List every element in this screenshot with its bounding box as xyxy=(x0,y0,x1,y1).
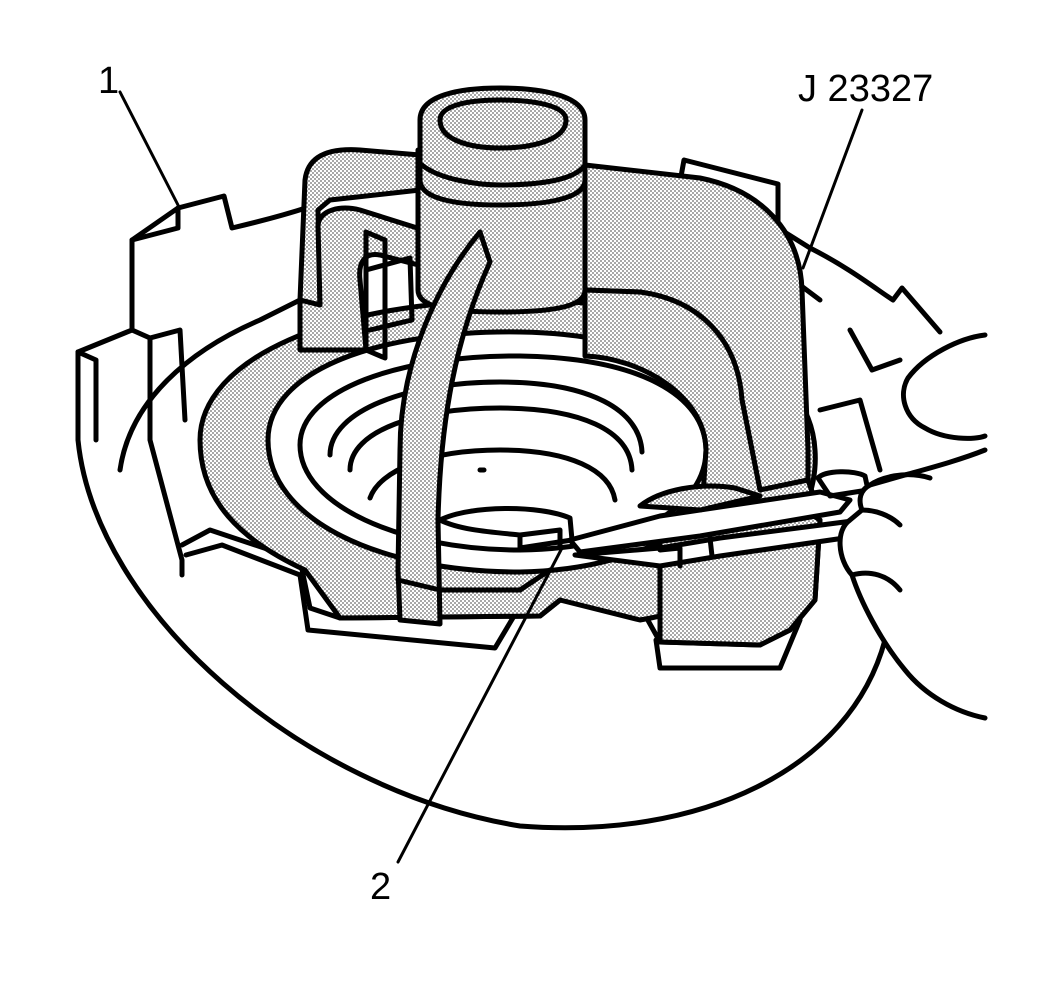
callout-2: 2 xyxy=(370,866,392,908)
leader-1 xyxy=(118,90,180,207)
callout-1: 1 xyxy=(98,60,120,102)
callout-tool-number: J 23327 xyxy=(798,68,934,110)
hand xyxy=(837,332,988,721)
leader-2 xyxy=(396,546,564,864)
leader-tool xyxy=(801,108,864,270)
snap-ring-pliers xyxy=(567,469,871,569)
compressor-tool xyxy=(297,85,823,648)
leader-lines xyxy=(118,90,864,864)
